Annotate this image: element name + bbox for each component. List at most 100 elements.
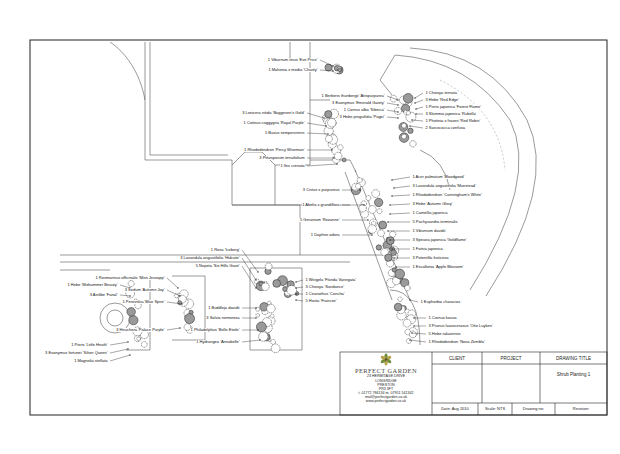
plant-label: 5 Geranium 'Rozanne' [299, 218, 340, 222]
leader-line [320, 60, 333, 66]
leader-dot [257, 271, 258, 272]
plant-label: 5 Hosta 'Francee' [305, 299, 337, 303]
leader-line [120, 295, 130, 296]
leader-dot [295, 287, 296, 288]
leader-line [242, 266, 256, 288]
plant-label: 3 Pittosporum tenuifolium [259, 156, 305, 160]
plant-label: 3 Lonicera nitida 'Baggesen's Gold' [242, 111, 305, 115]
leader-dot [411, 332, 412, 333]
shrub-symbol [398, 297, 402, 301]
title-block-cell: CLIENT [432, 352, 482, 364]
title-block-cell: Scale: NTS [478, 403, 512, 415]
logo-centre [385, 358, 387, 360]
leader-dot [409, 299, 410, 300]
path-edges [60, 170, 420, 350]
shrub-symbol [366, 196, 371, 201]
plant-label: 5 Pachysandra terminalis [412, 220, 458, 224]
leader-dot [255, 279, 256, 280]
shrub-symbol [256, 313, 260, 317]
plant-label: 5 Hebe rakaiensis [428, 332, 461, 336]
shrub-symbol [394, 107, 401, 114]
leader-dot [127, 341, 128, 342]
leader-dot [393, 257, 394, 258]
leader-line [410, 340, 426, 342]
leader-line [410, 300, 418, 302]
leader-line [414, 326, 426, 327]
leader-dot [413, 317, 414, 318]
leader-dot [259, 339, 260, 340]
leader-line [390, 240, 410, 241]
shrub-symbol [262, 283, 270, 291]
shrub-symbol [395, 269, 405, 279]
shrub-symbol [332, 64, 341, 73]
shrub-symbol [271, 344, 280, 353]
leader-line [390, 213, 410, 214]
plant-label: 3 Cistus x purpureus [302, 188, 340, 192]
plant-label: 1 Camellia japonica [412, 211, 448, 215]
leader-line [320, 70, 333, 71]
shrub-symbol [129, 316, 138, 325]
title-block-cell: Revision: [555, 403, 607, 415]
plant-label: 1 Pieris japonica 'Forest Flame' [425, 105, 482, 109]
leader-line [342, 190, 360, 191]
plant-label: 3 Euonymus 'Emerald Gaiety' [332, 101, 385, 105]
title-block-text: Revision: [555, 407, 607, 412]
shrub-symbol [408, 128, 413, 133]
shrub-symbol [368, 206, 376, 214]
leader-dot [336, 163, 337, 164]
shrub-symbol [378, 230, 385, 237]
leader-line [387, 103, 398, 105]
plant-label: 3 Potentilla fruticosa [412, 256, 449, 260]
title-block-text: Date: Aug 2010 [432, 407, 478, 412]
leader-line [416, 114, 423, 115]
title-block-cell: Date: Aug 2010 [432, 403, 478, 415]
leader-line [342, 205, 364, 206]
leader-dot [387, 230, 388, 231]
plant-label: 5 Buxus sempervirens [264, 131, 305, 135]
title-block-text: Drawing no: [512, 407, 555, 412]
title-block-text: LONGRIDGE [340, 379, 432, 383]
title-block-cell: PROJECT [482, 352, 540, 364]
logo-flower [379, 353, 393, 366]
leader-dot [255, 307, 256, 308]
leader-line [388, 222, 410, 223]
shrub-symbol [256, 322, 266, 332]
leader-dot [389, 204, 390, 205]
leader-dot [295, 281, 296, 282]
leader-line [110, 349, 128, 353]
leader-line [110, 355, 130, 361]
shrub-symbol [325, 135, 332, 142]
title-block-text: Scale: NTS [478, 407, 512, 412]
shrub-symbol [338, 68, 342, 72]
shrub-symbol [355, 184, 360, 189]
shrub-symbol [372, 190, 380, 198]
plant-label: 1 Choisya ternata [425, 91, 457, 95]
shrub-symbol [334, 152, 342, 160]
shrub-symbol [259, 332, 268, 341]
leader-dot [325, 125, 326, 126]
shrub-symbol [368, 225, 377, 234]
plant-label: 1 Rhododendron 'Nova Zembla' [428, 340, 485, 344]
shrub-symbol [387, 237, 395, 245]
shrub-symbol [185, 314, 195, 324]
plant-label: 3 Hebe 'Red Edge' [425, 98, 459, 102]
plant-label: 1 Viburnum tinus 'Eve Price' [267, 58, 318, 62]
leader-line [296, 294, 303, 295]
leader-line [396, 267, 410, 268]
shrub-symbol [390, 231, 396, 237]
plant-label: 1 Cotinus coggygria 'Royal Purple' [243, 121, 305, 125]
leader-dot [129, 354, 130, 355]
shrub-symbol [270, 314, 274, 318]
leader-line [242, 318, 256, 319]
title-block-grid [340, 352, 607, 415]
plant-label: 3 Lavandula angustifolia 'Hidcote' [180, 256, 240, 260]
leader-line [167, 328, 180, 330]
shrub-symbol [141, 342, 147, 348]
leader-line [307, 113, 324, 118]
leader-dot [295, 299, 296, 300]
leader-dot [415, 108, 416, 109]
plant-label: 1 Ilex crenata [280, 164, 305, 168]
shrub-symbols [126, 64, 418, 353]
plant-label: 3 Hebe 'Autumn Glory' [412, 202, 453, 206]
